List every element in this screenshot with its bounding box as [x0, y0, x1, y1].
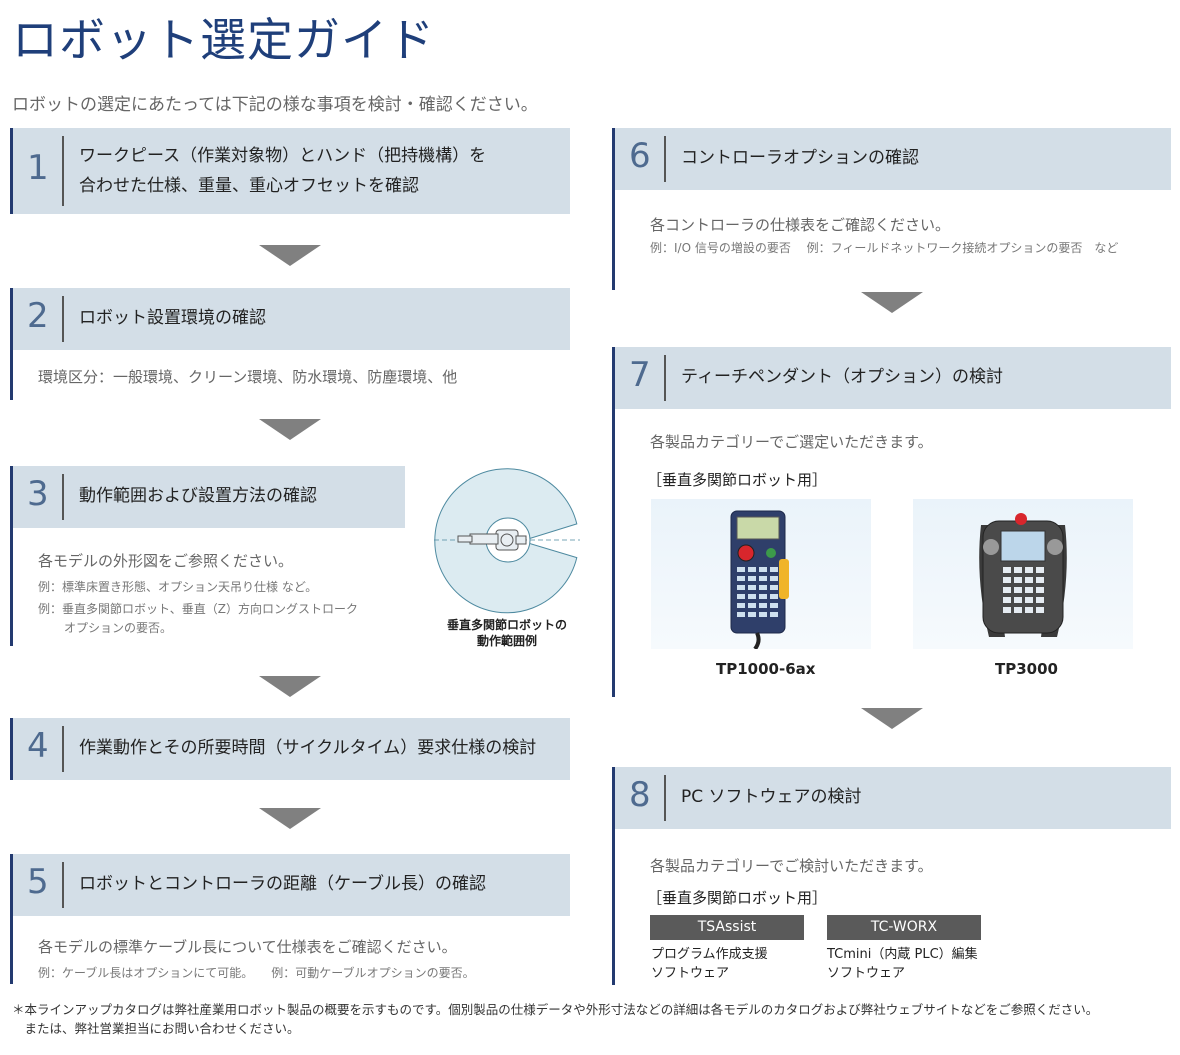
step-5-note: 例：ケーブル長はオプションにて可能。 例：可動ケーブルオプションの要否。: [38, 966, 475, 980]
step-number: 3: [27, 474, 49, 514]
step-3-note-1: 例：標準床置き形態、オプション天吊り仕様 など。: [38, 580, 318, 594]
step-7-title: ティーチペンダント（オプション）の検討: [681, 367, 1003, 387]
step-7-category: ［垂直多関節ロボット用］: [647, 471, 828, 489]
tcworx-description: TCmini（内蔵 PLC）編集 ソフトウェア: [827, 946, 978, 984]
flow-arrow: [861, 708, 923, 729]
step-6-body-text: 各コントローラの仕様表をご確認ください。: [650, 216, 951, 234]
step-separator: [62, 726, 64, 772]
step-number: 8: [629, 775, 651, 815]
step-4-title: 作業動作とその所要時間（サイクルタイム）要求仕様の検討: [79, 738, 537, 758]
step-6-title: コントローラオプションの確認: [681, 148, 919, 168]
step-3-note-2b: オプションの要否。: [64, 621, 173, 635]
step-8-title: PC ソフトウェアの検討: [681, 787, 862, 807]
tsassist-badge: TSAssist: [650, 915, 804, 940]
diagram-caption: 垂直多関節ロボットの 動作範囲例: [442, 617, 572, 649]
step-number: 5: [27, 862, 49, 902]
flow-arrow: [259, 808, 321, 829]
step-1-title-line2: 合わせた仕様、重量、重心オフセットを確認: [79, 176, 419, 196]
step-3-note-2: 例：垂直多関節ロボット、垂直（Z）方向ロングストローク: [38, 602, 358, 616]
step-5-header: 5 ロボットとコントローラの距離（ケーブル長）の確認: [10, 854, 570, 916]
step-separator: [62, 296, 64, 342]
tsassist-desc-line2: ソフトウェア: [651, 965, 730, 981]
tcworx-badge: TC-WORX: [827, 915, 981, 940]
step-7-header: 7 ティーチペンダント（オプション）の検討: [612, 347, 1171, 409]
step-3-title: 動作範囲および設置方法の確認: [79, 486, 317, 506]
step-5-body-text: 各モデルの標準ケーブル長について仕様表をご確認ください。: [38, 938, 457, 956]
teach-pendant-icon: [979, 513, 1067, 637]
tp1000-image: [651, 499, 871, 651]
step-7-body: 各製品カテゴリーでご選定いただきます。 ［垂直多関節ロボット用］: [612, 409, 1171, 697]
step-7-body-text: 各製品カテゴリーでご選定いただきます。: [650, 433, 933, 451]
step-separator: [664, 775, 666, 821]
tcworx-desc-line2: ソフトウェア: [827, 965, 906, 981]
step-8-header: 8 PC ソフトウェアの検討: [612, 767, 1171, 829]
step-7: 7 ティーチペンダント（オプション）の検討 各製品カテゴリーでご選定いただきます…: [612, 347, 1171, 697]
step-separator: [664, 136, 666, 182]
step-5: 5 ロボットとコントローラの距離（ケーブル長）の確認 各モデルの標準ケーブル長に…: [10, 854, 570, 984]
step-2-body: 環境区分：一般環境、クリーン環境、防水環境、防塵環境、他: [10, 350, 570, 400]
footnote-line2: または、弊社営業担当にお問い合わせください。: [12, 1021, 300, 1037]
step-2-title: ロボット設置環境の確認: [79, 308, 266, 328]
footnote: ＊本ラインアップカタログは弊社産業用ロボット製品の概要を示すものです。個別製品の…: [12, 1000, 1098, 1039]
step-separator: [62, 474, 64, 520]
step-8-body: 各製品カテゴリーでご検討いただきます。 ［垂直多関節ロボット用］: [612, 829, 1171, 985]
tp3000-image: [913, 499, 1133, 649]
step-separator: [62, 862, 64, 908]
step-5-body: 各モデルの標準ケーブル長について仕様表をご確認ください。 例：ケーブル長はオプシ…: [10, 916, 570, 984]
teach-pendant-icon: [730, 510, 789, 651]
flow-arrow: [259, 419, 321, 440]
step-1-title-line1: ワークピース（作業対象物）とハンド（把持機構）を: [79, 146, 487, 166]
step-3-body-text: 各モデルの外形図をご参照ください。: [38, 552, 294, 570]
step-number: 7: [629, 355, 651, 395]
robot-motion-range-diagram: [434, 468, 580, 614]
step-5-title: ロボットとコントローラの距離（ケーブル長）の確認: [79, 874, 486, 894]
step-number: 6: [629, 136, 651, 176]
step-3: 3 動作範囲および設置方法の確認 各モデルの外形図をご参照ください。 例：標準床…: [10, 466, 570, 646]
tcworx-desc-line1: TCmini（内蔵 PLC）編集: [827, 947, 978, 962]
page-title: ロボット選定ガイド: [12, 13, 435, 67]
tp3000-label: TP3000: [995, 660, 1058, 678]
step-6-note: 例：I/O 信号の増設の要否 例：フィールドネットワーク接続オプションの要否 な…: [650, 241, 1119, 255]
step-number: 4: [27, 726, 49, 766]
step-2: 2 ロボット設置環境の確認 環境区分：一般環境、クリーン環境、防水環境、防塵環境…: [10, 288, 570, 400]
page-intro: ロボットの選定にあたっては下記の様な事項を検討・確認ください。: [12, 95, 538, 115]
step-number: 2: [27, 296, 49, 336]
flow-arrow: [861, 292, 923, 313]
step-6: 6 コントローラオプションの確認 各コントローラの仕様表をご確認ください。 例：…: [612, 128, 1171, 290]
flow-arrow: [259, 245, 321, 266]
diagram-caption-line2: 動作範囲例: [476, 634, 537, 649]
tsassist-description: プログラム作成支援 ソフトウェア: [651, 946, 768, 984]
step-1-header: 1 ワークピース（作業対象物）とハンド（把持機構）を 合わせた仕様、重量、重心オ…: [10, 128, 570, 214]
step-1: 1 ワークピース（作業対象物）とハンド（把持機構）を 合わせた仕様、重量、重心オ…: [10, 128, 570, 214]
step-8: 8 PC ソフトウェアの検討 各製品カテゴリーでご検討いただきます。 ［垂直多関…: [612, 767, 1171, 985]
step-number: 1: [27, 148, 49, 188]
step-8-category: ［垂直多関節ロボット用］: [647, 889, 828, 907]
step-separator: [62, 136, 64, 206]
step-6-body: 各コントローラの仕様表をご確認ください。 例：I/O 信号の増設の要否 例：フィ…: [612, 190, 1171, 290]
step-2-header: 2 ロボット設置環境の確認: [10, 288, 570, 350]
step-4: 4 作業動作とその所要時間（サイクルタイム）要求仕様の検討: [10, 718, 570, 780]
diagram-caption-line1: 垂直多関節ロボットの: [446, 618, 567, 632]
step-separator: [664, 355, 666, 401]
step-3-header: 3 動作範囲および設置方法の確認: [10, 466, 405, 528]
tsassist-desc-line1: プログラム作成支援: [651, 947, 768, 962]
footnote-line1: ＊本ラインアップカタログは弊社産業用ロボット製品の概要を示すものです。個別製品の…: [12, 1002, 1099, 1017]
step-4-header: 4 作業動作とその所要時間（サイクルタイム）要求仕様の検討: [10, 718, 570, 780]
step-2-body-text: 環境区分：一般環境、クリーン環境、防水環境、防塵環境、他: [38, 368, 458, 386]
step-6-header: 6 コントローラオプションの確認: [612, 128, 1171, 190]
tp1000-label: TP1000-6ax: [716, 660, 816, 678]
step-3-body: 各モデルの外形図をご参照ください。 例：標準床置き形態、オプション天吊り仕様 な…: [10, 528, 430, 646]
step-8-body-text: 各製品カテゴリーでご検討いただきます。: [650, 857, 933, 875]
flow-arrow: [259, 676, 321, 697]
